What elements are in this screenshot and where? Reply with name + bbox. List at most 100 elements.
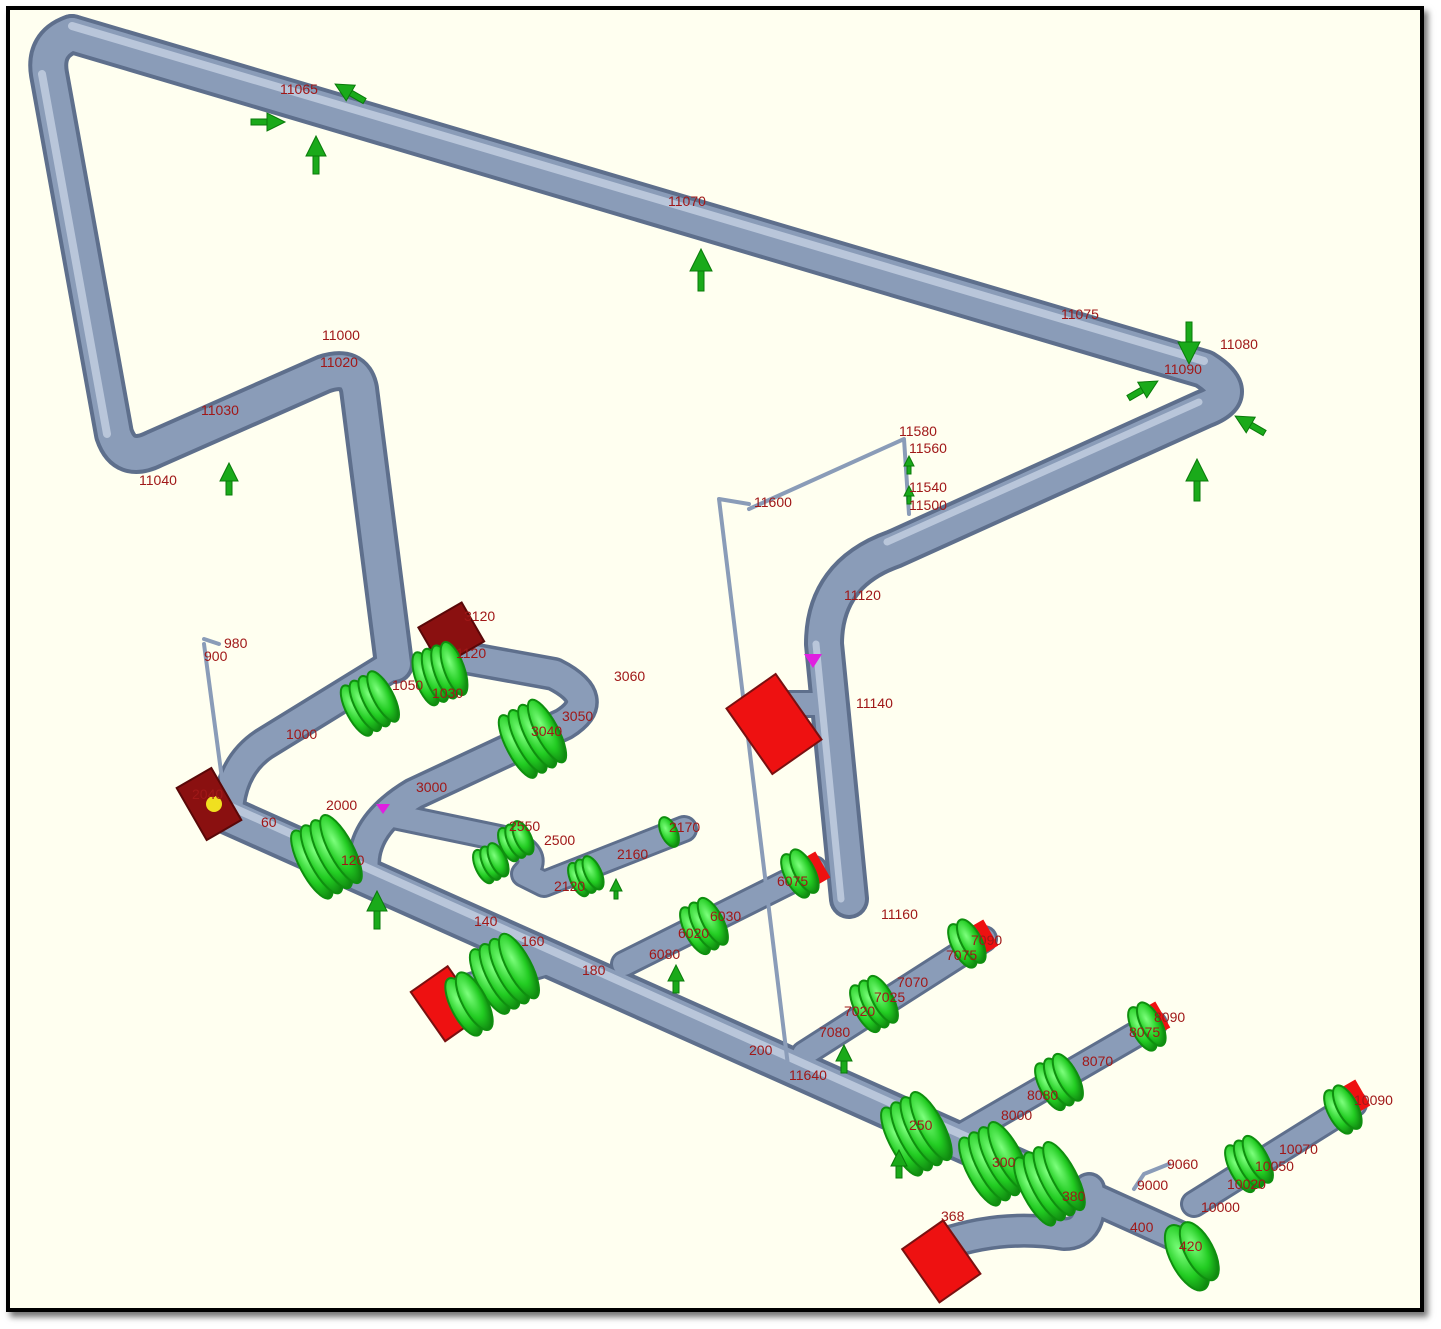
- diagram-frame: 11065 11070 11075 11080 11090 11000 1102…: [6, 6, 1424, 1312]
- bellows-510: [444, 971, 494, 1037]
- node-labels: 11065 11070 11075 11080 11090 11000 1102…: [139, 81, 1393, 1254]
- node-label: 11120: [844, 587, 881, 603]
- node-label: 11040: [139, 472, 177, 488]
- node-label: 8075: [1129, 1024, 1160, 1040]
- bellows-100: [290, 813, 363, 900]
- anchor-10090: [1339, 1079, 1371, 1115]
- arrow-small-icon: [903, 454, 915, 475]
- node-label: 2160: [617, 846, 648, 862]
- arrow-up-icon: [1185, 457, 1209, 502]
- bellows-8070: [1034, 1052, 1084, 1112]
- bellows-1050: [411, 640, 469, 707]
- line-980: [202, 637, 226, 796]
- node-label: 10000: [1201, 1199, 1240, 1215]
- bellows-500: [468, 932, 540, 1015]
- node-label: 300: [992, 1154, 1016, 1170]
- node-label: 380: [1062, 1188, 1086, 1204]
- node-label: 11070: [668, 193, 706, 209]
- node-label: 7075: [946, 947, 977, 963]
- node-label: 11020: [320, 354, 358, 370]
- node-label: 7025: [874, 989, 905, 1005]
- node-label: 11090: [1164, 361, 1202, 377]
- node-label: 8070: [1082, 1053, 1113, 1069]
- arrow-small-icon: [903, 484, 915, 505]
- node-label: 3040: [531, 723, 562, 739]
- node-label: 11140: [856, 695, 893, 711]
- arrow-diag-icon: [1126, 380, 1159, 402]
- node-label: 2000: [326, 797, 357, 813]
- node-label: 1030: [432, 685, 463, 701]
- node-label: 11540: [909, 479, 947, 495]
- node-label: 2500: [544, 832, 575, 848]
- bellows-10050: [1224, 1134, 1274, 1194]
- node-label: 250: [909, 1117, 933, 1133]
- arrow-up-icon: [667, 963, 685, 994]
- node-label: 11000: [322, 327, 360, 343]
- node-label: 7080: [819, 1024, 850, 1040]
- node-label: 7020: [844, 1003, 875, 1019]
- bellows-7075: [947, 918, 987, 969]
- node-label: 2170: [669, 819, 700, 835]
- node-label: 11600: [754, 494, 792, 510]
- node-label: 3000: [416, 779, 447, 795]
- node-label: 7070: [897, 974, 928, 990]
- node-label: 10070: [1279, 1141, 1318, 1157]
- bellows-8075: [1127, 1001, 1167, 1052]
- arrow-up-icon: [689, 247, 713, 292]
- node-label: 200: [749, 1042, 773, 1058]
- arrow-up-icon: [305, 134, 327, 175]
- piping-isometric-model: 11065 11070 11075 11080 11090 11000 1102…: [28, 14, 1393, 1304]
- node-label: 160: [521, 933, 545, 949]
- node-label: 10050: [1255, 1158, 1294, 1174]
- node-label: 11580: [899, 423, 937, 439]
- node-label: 2120: [554, 878, 585, 894]
- node-label: 11640: [789, 1067, 827, 1083]
- node-label: 3050: [562, 708, 593, 724]
- node-label: 9000: [1137, 1177, 1168, 1193]
- bellows-3040: [497, 698, 568, 779]
- node-label: 60: [261, 814, 277, 830]
- anchor-11150: [725, 672, 823, 776]
- node-label: 11080: [1220, 336, 1258, 352]
- arrow-up-icon: [835, 1043, 853, 1074]
- node-label: 6020: [678, 925, 709, 941]
- node-label: 8090: [1154, 1009, 1185, 1025]
- bellows-1010: [339, 670, 400, 737]
- bellows-6020: [679, 896, 729, 956]
- node-label: 11160: [881, 906, 918, 922]
- marker-icon: [376, 804, 390, 814]
- node-label: 6080: [649, 946, 680, 962]
- bellows-10070: [1323, 1084, 1363, 1135]
- arrow-diag-icon: [1234, 415, 1267, 437]
- node-label: 6075: [777, 873, 808, 889]
- bellows-2550: [497, 820, 535, 863]
- node-label: 1120: [456, 645, 486, 661]
- node-label: 2550: [509, 818, 540, 834]
- node-label: 2040: [192, 786, 223, 802]
- node-label: 11075: [1061, 306, 1099, 322]
- node-label: 400: [1130, 1219, 1154, 1235]
- node-label: 180: [582, 962, 606, 978]
- arrow-down-icon: [1177, 321, 1201, 366]
- pipe-body: [32, 18, 1365, 1258]
- magenta-markers: [376, 654, 822, 814]
- node-label: 11030: [201, 402, 239, 418]
- bellows-2170: [658, 816, 680, 848]
- bellows-6075: [780, 848, 820, 899]
- node-label: 8080: [1027, 1087, 1058, 1103]
- restraint-arrows: [219, 83, 1267, 1179]
- node-label: 6030: [710, 908, 741, 924]
- arrow-left-icon: [250, 112, 287, 132]
- line-11600: [717, 497, 791, 1076]
- node-label: 9060: [1167, 1156, 1198, 1172]
- anchor-370: [900, 1219, 982, 1304]
- node-label: 1050: [392, 677, 423, 693]
- node-label: 11560: [909, 440, 947, 456]
- node-label: 8000: [1001, 1107, 1032, 1123]
- node-label: 368: [941, 1208, 965, 1224]
- arrow-up-icon: [609, 877, 623, 900]
- bellows-2120: [567, 855, 605, 898]
- arrow-diag-icon: [334, 83, 367, 105]
- arrow-up-icon: [219, 461, 239, 496]
- node-label: 120: [341, 852, 365, 868]
